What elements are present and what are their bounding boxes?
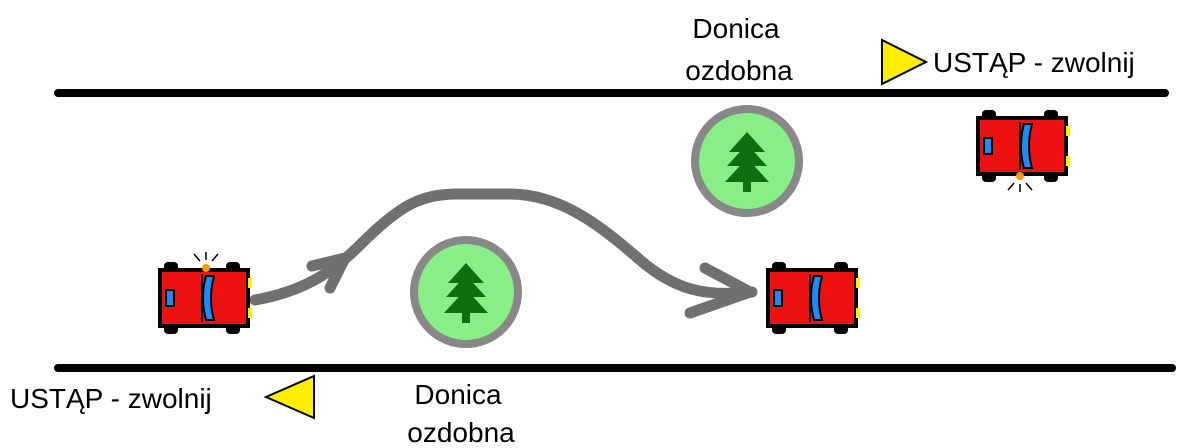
path-arrow-icon: [249, 188, 758, 319]
planter-top-label-line2: ozdobna: [685, 55, 793, 86]
car-icon: [976, 108, 1072, 184]
car-right: [976, 108, 1072, 192]
planter-top: [691, 105, 803, 217]
yield-triangle-icon: [263, 374, 315, 420]
car-icon: [158, 260, 254, 336]
car-icon: [766, 260, 862, 336]
car-middle: [766, 260, 862, 336]
car-left: [158, 252, 254, 336]
yield-label-bottom: USTĄP - zwolnij: [10, 383, 212, 414]
planter-bottom-label-line2: ozdobna: [407, 417, 515, 448]
planter-top-label-line1: Donica: [692, 13, 780, 44]
planter-bottom-label-line1: Donica: [414, 379, 502, 410]
yield-triangle-icon: [881, 38, 929, 86]
planter-bottom: [410, 236, 522, 348]
yield-label-top: USTĄP - zwolnij: [933, 47, 1135, 78]
